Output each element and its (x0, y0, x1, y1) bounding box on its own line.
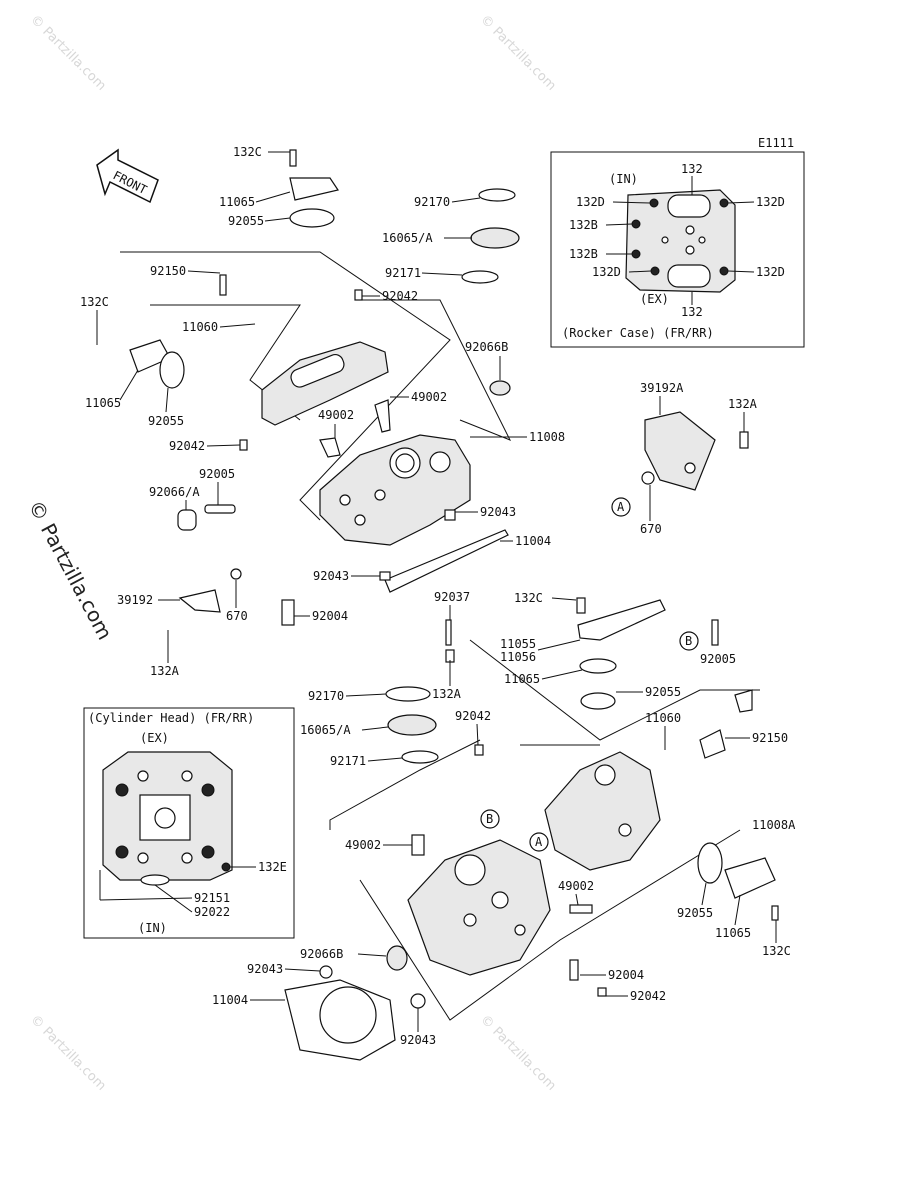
label-92042-top: 92042 (382, 289, 418, 303)
label-92043-b2: 92043 (400, 1033, 436, 1047)
label-11008a: 11008A (752, 818, 796, 832)
rc-label-132d-tr: 132D (756, 195, 785, 209)
label-92042-mid: 92042 (169, 439, 205, 453)
front-arrow-icon: FRONT (96, 148, 159, 204)
label-49002-c: 49002 (345, 838, 381, 852)
callout-a-2: A (535, 835, 543, 849)
label-49002-b: 49002 (318, 408, 354, 422)
label-92066a: 92066/A (149, 485, 200, 499)
label-92005-left: 92005 (199, 467, 235, 481)
label-670-left: 670 (226, 609, 248, 623)
label-132c-mid: 132C (514, 591, 543, 605)
front-head-assembly (120, 149, 749, 626)
callout-b-2: B (486, 812, 493, 826)
rc-label-132d-tl: 132D (576, 195, 605, 209)
label-39192-left: 39192 (117, 593, 153, 607)
label-132a-right: 132A (728, 397, 758, 411)
rc-label-132b-1: 132B (569, 218, 598, 232)
label-49002-a: 49002 (411, 390, 447, 404)
label-132a-mid: 132A (432, 687, 462, 701)
callout-b-1: B (685, 634, 692, 648)
label-11008: 11008 (529, 430, 565, 444)
gasket-front (384, 529, 509, 593)
ch-label-132e: 132E (258, 860, 287, 874)
label-11055: 11055 (500, 637, 536, 651)
cylinder-head-drawing (102, 751, 233, 886)
label-11065-left: 11065 (85, 396, 121, 410)
inset-ex-label: (EX) (640, 292, 669, 306)
label-92170-top: 92170 (414, 195, 450, 209)
label-11004-low: 11004 (212, 993, 248, 1007)
label-92170-low: 92170 (308, 689, 344, 703)
callout-a-1: A (617, 500, 625, 514)
rocker-case-inset: (IN) (EX) (Rocker Case) (FR/RR) 132 132D… (550, 151, 805, 348)
label-132a-left: 132A (150, 664, 180, 678)
label-92055-right: 92055 (677, 906, 713, 920)
rc-label-132d-br: 132D (756, 265, 785, 279)
label-49002-d: 49002 (558, 879, 594, 893)
label-11060-top: 11060 (182, 320, 218, 334)
inset-title: (Rocker Case) (FR/RR) (562, 326, 714, 340)
watermark-bl: © Partzilla.com (27, 1012, 109, 1094)
rocker-cover-front (261, 341, 389, 426)
label-92055-top: 92055 (228, 214, 264, 228)
label-132c-right: 132C (762, 944, 791, 958)
watermark-br: © Partzilla.com (477, 1012, 559, 1094)
callouts: A B B A (480, 497, 699, 852)
label-92043-b1: 92043 (247, 962, 283, 976)
label-132c-top: 132C (233, 145, 262, 159)
ch-inset-ex: (EX) (140, 731, 169, 745)
label-11065-mid: 11065 (504, 672, 540, 686)
rc-label-132b-2: 132B (569, 247, 598, 261)
label-132c-left: 132C (80, 295, 109, 309)
label-39192a: 39192A (640, 381, 684, 395)
ch-inset-in: (IN) (138, 921, 167, 935)
label-92150-top: 92150 (150, 264, 186, 278)
label-92055-left: 92055 (148, 414, 184, 428)
label-92043-mid: 92043 (480, 505, 516, 519)
label-92171-top: 92171 (385, 266, 421, 280)
rear-head-assembly (284, 597, 779, 1061)
label-11060-low: 11060 (645, 711, 681, 725)
label-92004-low: 92004 (608, 968, 644, 982)
label-11065-top: 11065 (219, 195, 255, 209)
rc-label-132-top: 132 (681, 162, 703, 176)
label-92042-low: 92042 (455, 709, 491, 723)
label-92171-low: 92171 (330, 754, 366, 768)
watermark-tr: © Partzilla.com (477, 12, 559, 94)
label-92042-b: 92042 (630, 989, 666, 1003)
label-92055-low: 92055 (645, 685, 681, 699)
label-92043-low: 92043 (313, 569, 349, 583)
label-16065-top: 16065/A (382, 231, 433, 245)
rocker-case-drawing (625, 189, 736, 293)
inset-in-label: (IN) (609, 172, 638, 186)
label-11056: 11056 (500, 650, 536, 664)
part-labels: 132C 11065 92055 92150 132C 11060 11065 … (80, 145, 796, 1047)
label-92066b-low: 92066B (300, 947, 343, 961)
label-92005-right: 92005 (700, 652, 736, 666)
label-92150-low: 92150 (752, 731, 788, 745)
ch-label-92151: 92151 (194, 891, 230, 905)
rc-label-132d-bl: 132D (592, 265, 621, 279)
watermark-side: © Partzilla.com (24, 496, 118, 644)
cylinder-head-inset: (Cylinder Head) (FR/RR) (EX) (IN) 132E 9… (83, 707, 295, 939)
ch-label-92022: 92022 (194, 905, 230, 919)
label-11004-mid: 11004 (515, 534, 551, 548)
label-92037: 92037 (434, 590, 470, 604)
label-670-right: 670 (640, 522, 662, 536)
watermark-tl: © Partzilla.com (27, 12, 109, 94)
label-16065-low: 16065/A (300, 723, 351, 737)
rc-label-132-bottom: 132 (681, 305, 703, 319)
label-92066b-top: 92066B (465, 340, 508, 354)
label-11065-right: 11065 (715, 926, 751, 940)
diagram-code: E1111 (758, 136, 794, 150)
label-92004-left: 92004 (312, 609, 348, 623)
ch-inset-title: (Cylinder Head) (FR/RR) (88, 711, 254, 725)
